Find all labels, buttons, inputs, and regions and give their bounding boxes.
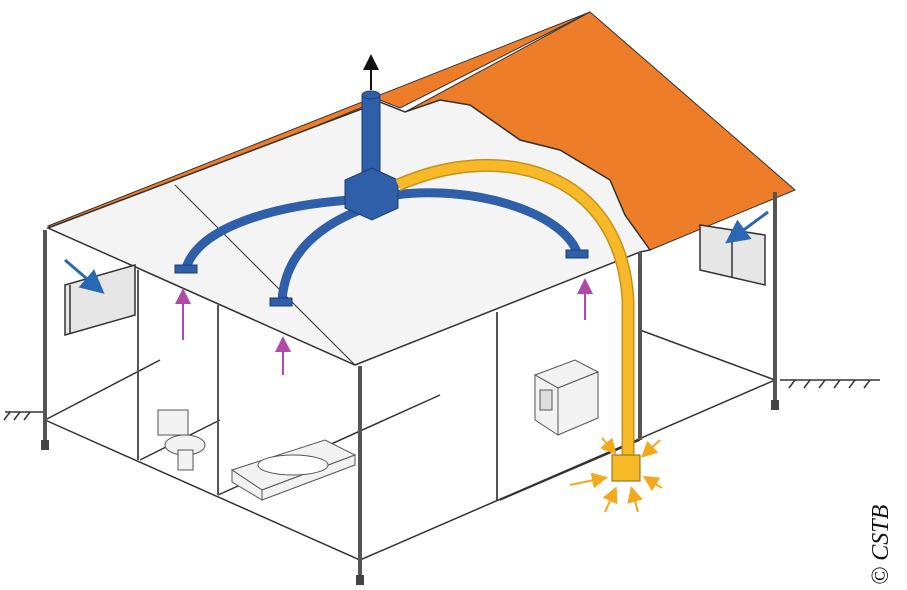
structure-posts [43,192,777,580]
ground-intake-fan [611,454,641,482]
intake-arrow-left [64,258,105,294]
stove [533,359,600,436]
fan-intake-arrows [569,437,663,513]
window-left [64,264,136,336]
toilet [157,409,206,471]
ground-line [3,379,880,421]
extract-vent-2 [269,297,293,307]
bathtub [230,439,357,501]
extract-ducts [181,188,582,301]
intake-arrow-right [725,210,769,244]
exhaust-stack [361,94,381,176]
copyright-credit: © CSTB [868,504,894,585]
ventilation-unit [344,167,399,221]
floor [44,329,776,561]
window-right [699,224,766,286]
extract-vent-1 [174,264,198,274]
extract-vent-3 [565,249,589,259]
room-airflow-arrows [175,278,593,375]
